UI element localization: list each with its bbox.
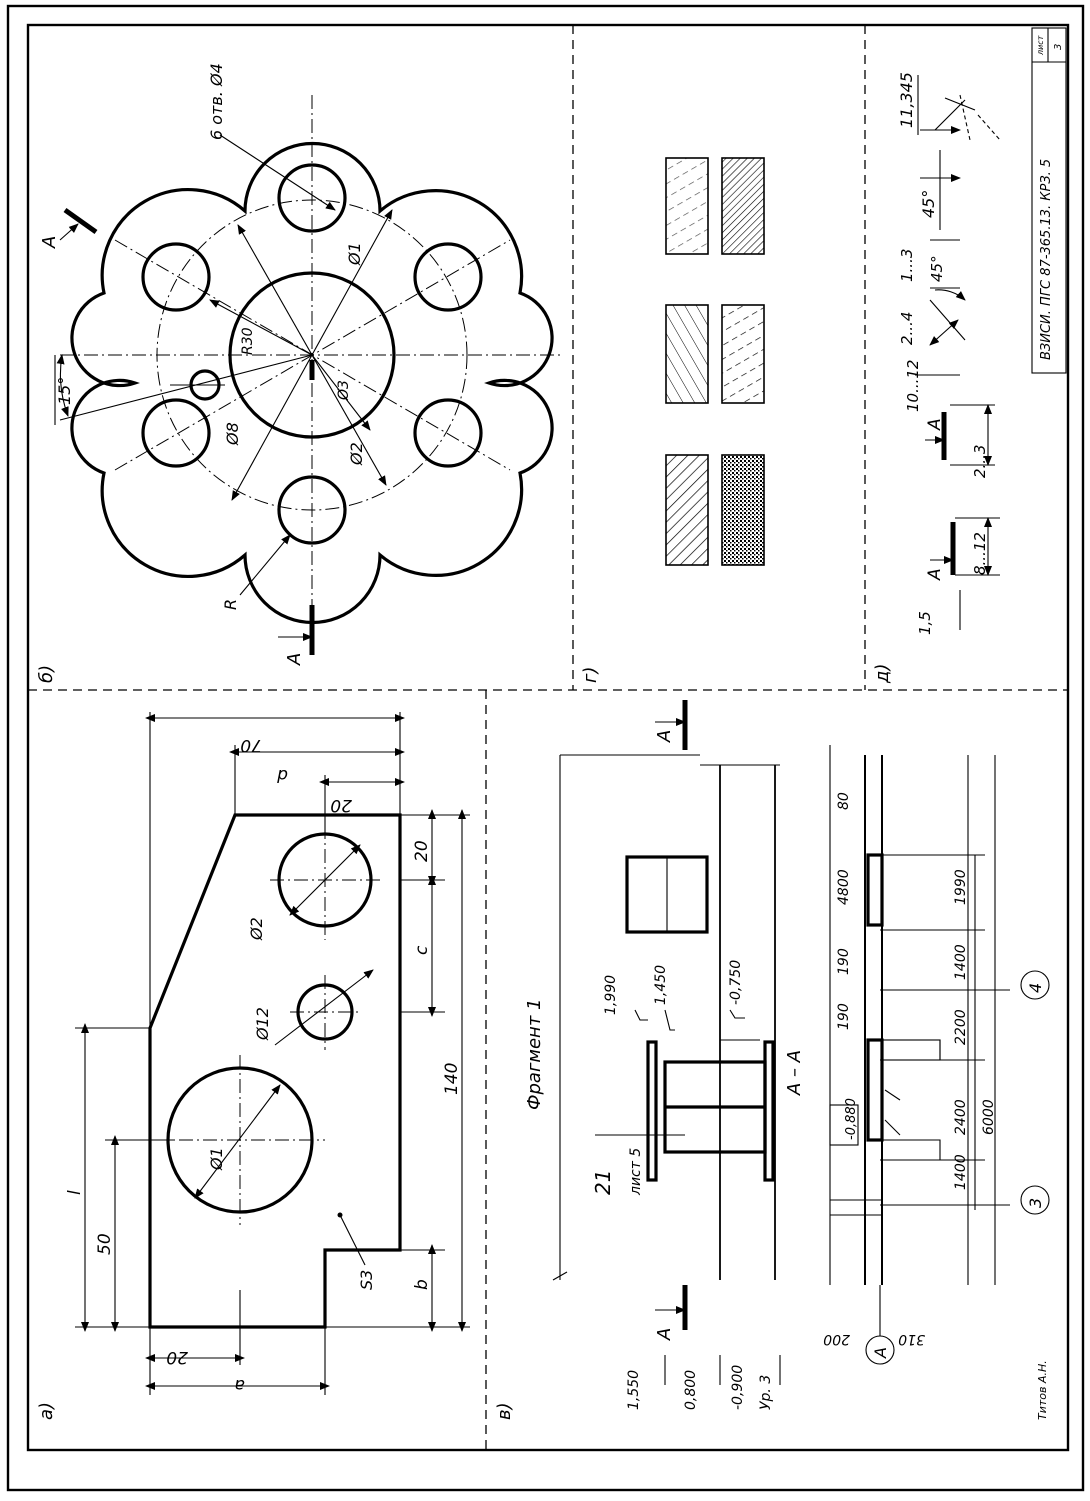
level-0800: 0,800 xyxy=(683,1370,699,1410)
label-phi-2: Ø2 xyxy=(347,442,366,466)
axis-3-label: 3 xyxy=(1026,1198,1045,1208)
dim-140: 140 xyxy=(442,1063,462,1095)
dim-20-right: 20 xyxy=(412,840,432,862)
label-b-phi1: Ø1 xyxy=(345,242,364,266)
level-1450: 1,450 xyxy=(653,965,669,1005)
label-45deg-2: 45° xyxy=(928,255,946,282)
label-phi2: Ø2 xyxy=(247,917,266,941)
panel-b-labels: 6 отв. Ø4 Ø1 A 15° R30 Ø8 Ø3 Ø2 R A xyxy=(39,63,366,666)
level-1550: 1,550 xyxy=(626,1370,642,1410)
outer-frame xyxy=(6,4,1085,1492)
panel-b-flange xyxy=(54,95,560,655)
label-d-a-2: A xyxy=(925,568,945,581)
dim-310: 310 xyxy=(898,1331,925,1347)
dim-a: a xyxy=(235,1375,245,1395)
panel-d-labels: 11,345 45° 45° 1...3 2...4 10...12 2...3… xyxy=(897,72,989,635)
dim-1990: 1990 xyxy=(953,869,969,905)
label-b-a-bottom: A xyxy=(284,653,305,666)
panel-v-section xyxy=(829,745,1050,1365)
label-r: R xyxy=(221,599,240,610)
callout-sheet: лист 5 xyxy=(628,1148,644,1196)
panel-d-details xyxy=(915,75,1001,630)
label-b-a-top: A xyxy=(39,236,60,249)
label-15deg: 15° xyxy=(55,377,74,405)
label-phi8: Ø8 xyxy=(223,422,242,446)
axis-a-label: A xyxy=(871,1347,890,1359)
label-d-a-1: A xyxy=(925,418,945,431)
panel-a-plate xyxy=(148,813,402,1329)
label-2-3: 2...3 xyxy=(971,445,989,478)
dim-c: c xyxy=(412,945,432,955)
panel-d-letter: д) xyxy=(872,664,893,684)
callout-number: 21 xyxy=(591,1170,615,1195)
axis-4-bubble xyxy=(1020,970,1050,1000)
label-1-5: 1,5 xyxy=(916,611,934,635)
sheet-title: ВЗИСИ. ПГС 87-365.13. КРЗ. 5 xyxy=(1039,159,1054,360)
dim-20-top: 20 xyxy=(330,795,352,815)
label-r30: R30 xyxy=(240,327,256,355)
dim-190-1: 190 xyxy=(836,948,852,975)
dim-b: b xyxy=(412,1279,432,1290)
dim-2200: 2200 xyxy=(953,1009,969,1045)
dim-50: 50 xyxy=(95,1233,115,1255)
author: Титов А.Н. xyxy=(1036,1360,1049,1420)
level-0900: -0,900 xyxy=(730,1365,746,1410)
section-mark-bottom: A xyxy=(654,1328,675,1341)
panel-b-letter: б) xyxy=(36,665,57,683)
label-phi12: Ø12 xyxy=(253,1007,272,1041)
dim-2400: 2400 xyxy=(953,1099,969,1135)
level-0750: -0,750 xyxy=(728,960,744,1005)
dim-20-bottom: 20 xyxy=(166,1347,188,1367)
label-6-holes: 6 отв. Ø4 xyxy=(207,63,226,140)
dim-1400-2: 1400 xyxy=(953,1154,969,1190)
label-10-12: 10...12 xyxy=(904,360,922,412)
panel-v-fragment xyxy=(552,700,781,1385)
dim-1400-1: 1400 xyxy=(953,944,969,980)
dim-6000: 6000 xyxy=(981,1099,997,1135)
label-45deg-1: 45° xyxy=(919,190,938,218)
panel-a-letter: а) xyxy=(36,1402,57,1420)
section-mark-top: A xyxy=(654,730,675,743)
panel-a-labels: 70 d 20 20 c 140 b 50 l 20 a Ø2 Ø12 Ø1 S… xyxy=(65,735,462,1395)
sheet-number: 3 xyxy=(1053,44,1064,50)
inner-frame xyxy=(26,23,1070,1452)
dim-70: 70 xyxy=(240,735,262,755)
label-2-4: 2...4 xyxy=(898,312,916,345)
section-label: А – А xyxy=(784,1050,805,1096)
label-11345: 11,345 xyxy=(897,72,916,128)
panel-v-labels: Фрагмент 1 А – А 1,990 1,450 -0,750 1,55… xyxy=(524,730,1045,1410)
fragment-title: Фрагмент 1 xyxy=(524,999,545,1111)
label-phi1: Ø1 xyxy=(207,1147,226,1171)
axis-4-label: 4 xyxy=(1026,983,1045,993)
dim-d: d xyxy=(277,765,288,785)
sheet-label: лист xyxy=(1036,35,1045,56)
label-phi3: Ø3 xyxy=(336,380,352,401)
title-block xyxy=(1031,27,1067,374)
panel-g-letter: г) xyxy=(580,667,601,683)
level-1990: 1,990 xyxy=(603,975,619,1015)
dim-200: 200 xyxy=(823,1331,850,1347)
dim-4800: 4800 xyxy=(836,869,852,905)
level-ur3: Ур. 3 xyxy=(758,1375,774,1410)
panel-g-hatch-samples xyxy=(665,157,765,566)
dim-l: l xyxy=(65,1190,85,1195)
dim-190-2: 190 xyxy=(836,1003,852,1030)
dim-80: 80 xyxy=(836,792,852,810)
axis-3-bubble xyxy=(1020,1185,1050,1215)
label-8-12: 8...12 xyxy=(971,532,989,575)
panel-v-letter: в) xyxy=(494,1402,515,1420)
label-s3: S3 xyxy=(357,1270,376,1290)
label-1-3: 1...3 xyxy=(898,249,916,282)
panel-a-dims xyxy=(75,712,470,1395)
level-0880: -0,880 xyxy=(844,1098,859,1140)
